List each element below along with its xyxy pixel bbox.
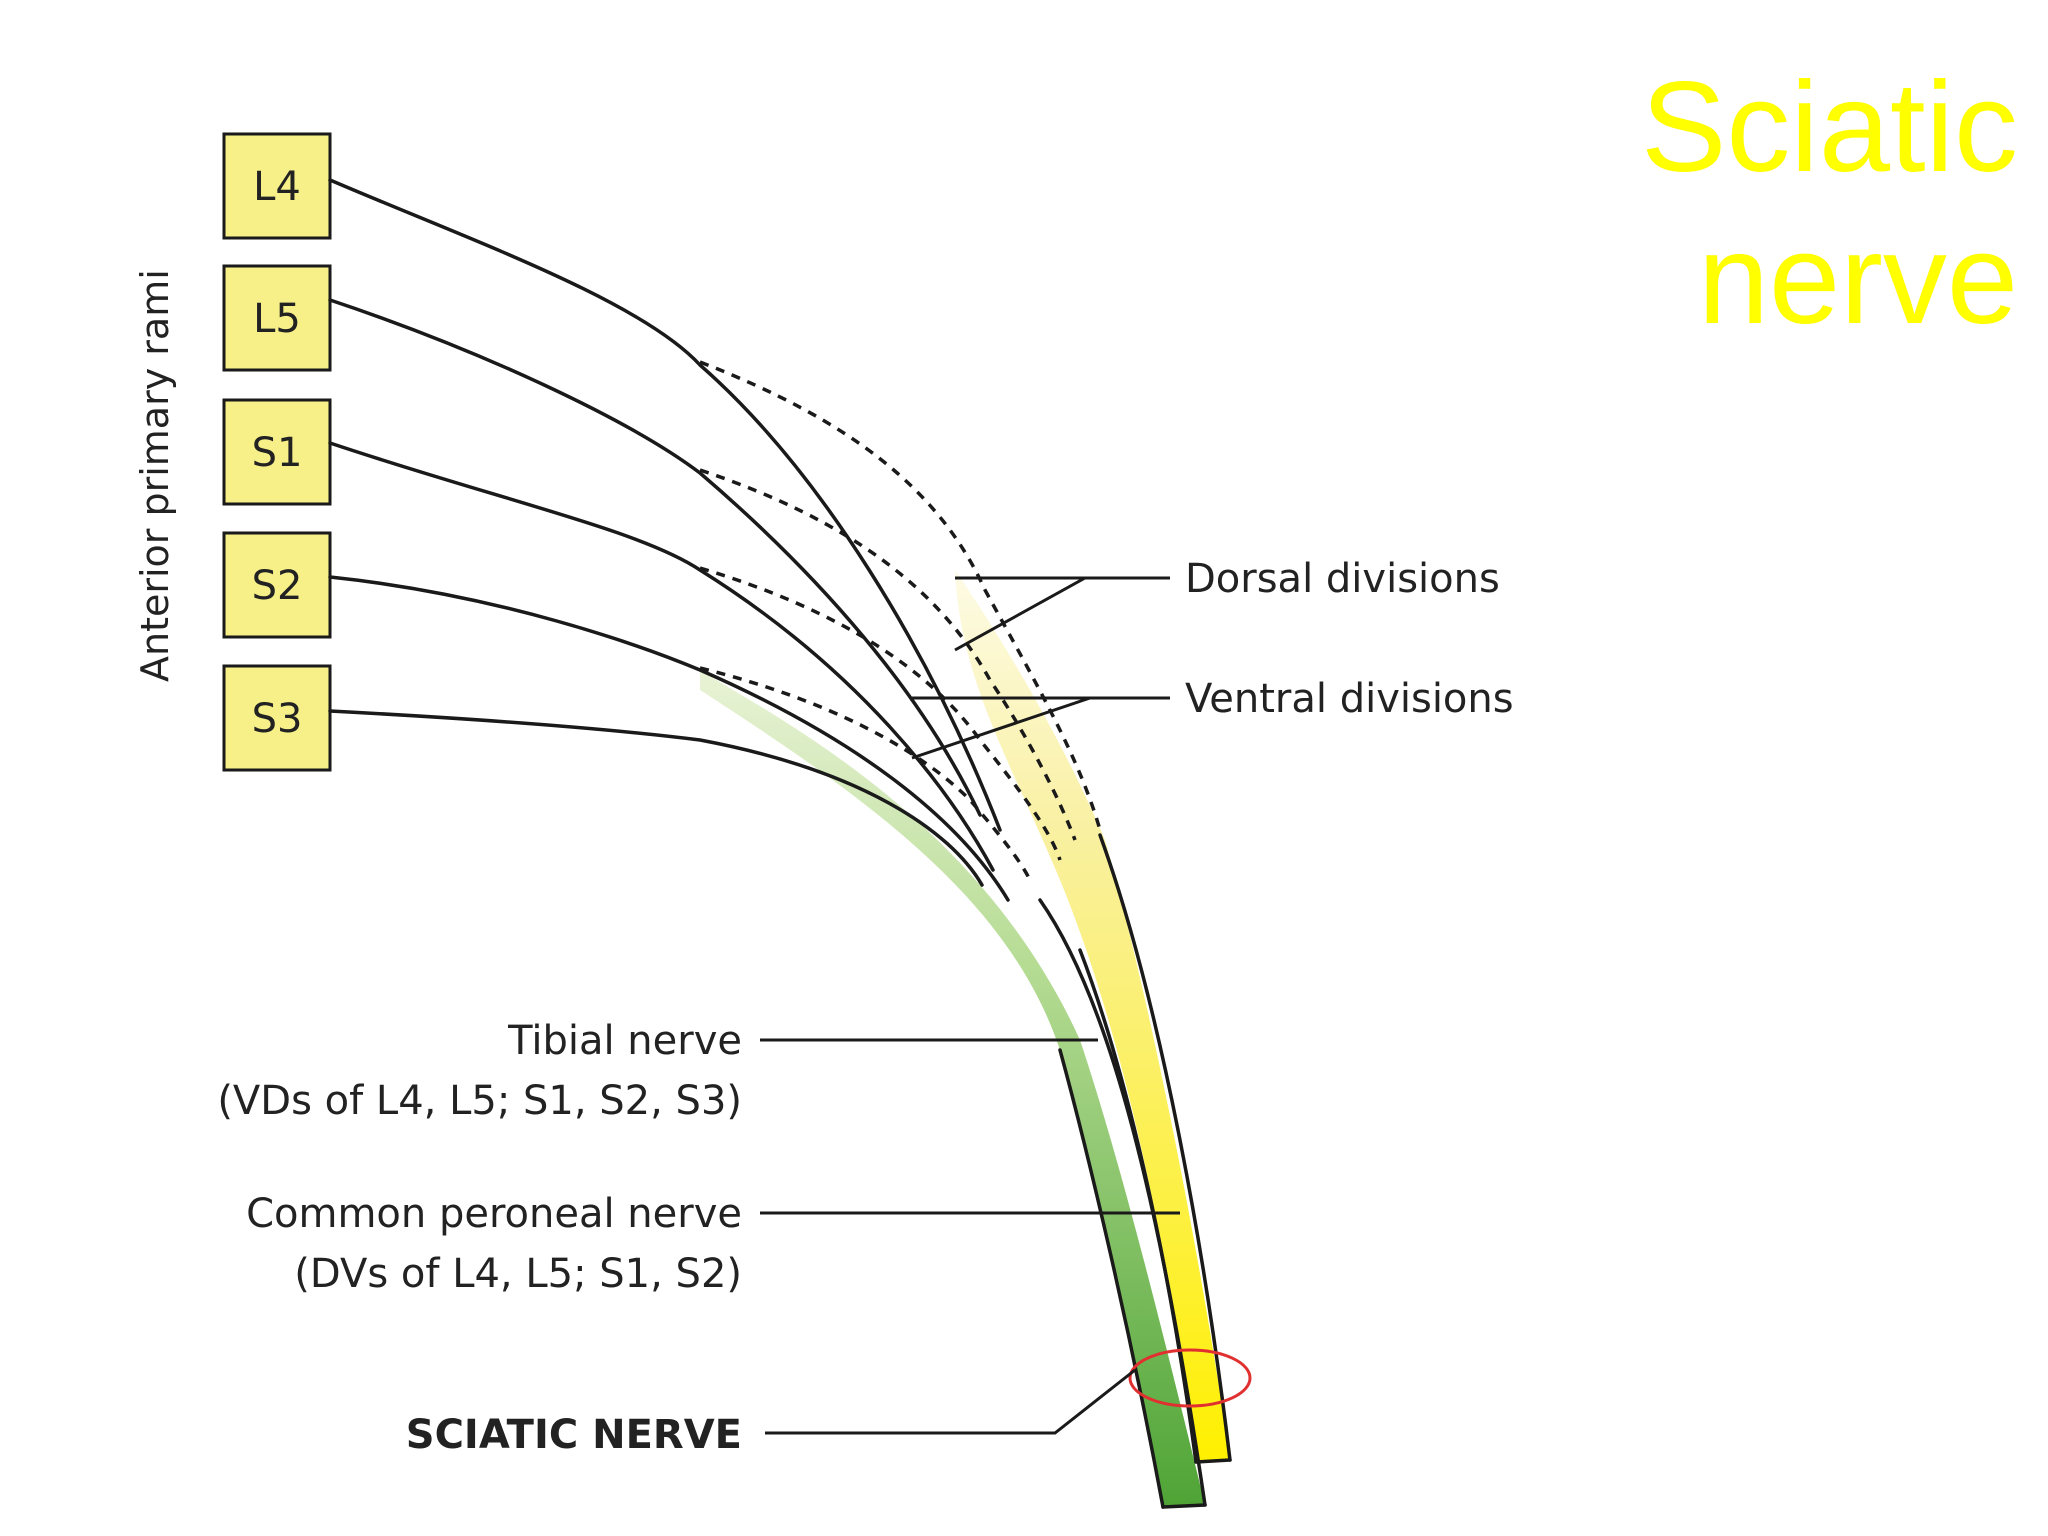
tibial-trunk-outline: [1058, 1048, 1165, 1509]
s2-root-curve: [328, 575, 1010, 902]
root-box-s3: S3: [222, 664, 332, 772]
root-box: [222, 531, 332, 639]
peroneal-trunk-outline-outer: [1098, 833, 1232, 1462]
common-peroneal-label: Common peroneal nerve: [246, 1191, 742, 1237]
sciatic-nerve-label: SCIATIC NERVE: [406, 1412, 742, 1458]
s3-root-curve: [328, 709, 984, 887]
sciatic-nerve-leader: [765, 1368, 1136, 1435]
root-label-s2: S2: [252, 563, 303, 609]
root-box: [222, 132, 332, 240]
anterior-primary-rami-label: Anterior primary rami: [133, 269, 177, 682]
sciatic-nerve-marker: [1128, 1348, 1252, 1408]
root-label-s1: S1: [252, 430, 303, 476]
tibial-nerve-sublabel: (VDs of L4, L5; S1, S2, S3): [217, 1078, 742, 1124]
l4-dorsal-dashed: [699, 360, 1102, 831]
ventral-divisions-label: Ventral divisions: [1185, 676, 1514, 722]
dorsal-divisions-label: Dorsal divisions: [1185, 556, 1500, 602]
tibial-trunk-end: [1161, 1503, 1207, 1509]
s1-dorsal-dashed: [699, 566, 1062, 861]
peroneal-trunk-end: [1194, 1458, 1232, 1464]
l5-root-curve: [328, 298, 982, 817]
root-box-s1: S1: [222, 398, 332, 506]
tibial-nerve-band: [700, 670, 1205, 1507]
root-label-l5: L5: [253, 296, 301, 342]
root-box-s2: S2: [222, 531, 332, 639]
slide-title-line-1: Sciatic: [1641, 56, 2018, 199]
l4-root-curve: [328, 178, 1002, 832]
root-label-l4: L4: [253, 164, 301, 210]
root-box: [222, 398, 332, 506]
root-label-s3: S3: [252, 696, 303, 742]
root-box-l5: L5: [222, 264, 332, 372]
root-box: [222, 664, 332, 772]
s1-root-curve: [328, 441, 995, 872]
peroneal-trunk-outline: [1078, 948, 1198, 1464]
s2-dorsal-dashed: [699, 666, 1032, 881]
tibial-nerve-label: Tibial nerve: [507, 1018, 742, 1064]
common-peroneal-nerve-band: [955, 570, 1230, 1462]
root-box-l4: L4: [222, 132, 332, 240]
slide-title-line-2: nerve: [1697, 208, 2018, 351]
root-box: [222, 264, 332, 372]
common-peroneal-sublabel: (DVs of L4, L5; S1, S2): [294, 1251, 742, 1297]
slide-title: Sciatic nerve: [1498, 52, 2018, 356]
